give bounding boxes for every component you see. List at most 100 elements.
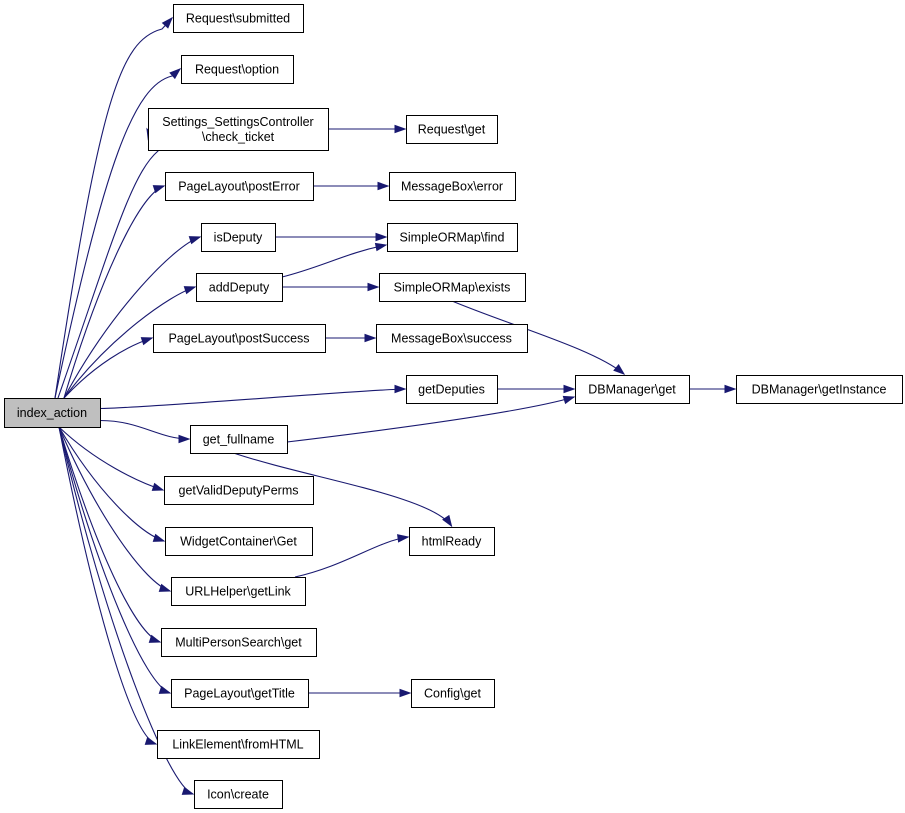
- node-label: Request\get: [418, 123, 486, 137]
- node-box: [4, 398, 101, 428]
- edge-index_action-to-pl_gettitle: [58, 426, 171, 694]
- node-label: getValidDeputyPerms: [179, 484, 299, 498]
- node-box: [575, 375, 690, 404]
- node-label: WidgetContainer\Get: [180, 535, 297, 549]
- node-box: [406, 375, 498, 404]
- edge-index_action-to-icon_create-arrowhead: [181, 786, 195, 795]
- node-box: [736, 375, 903, 404]
- edge-index_action-to-mps_get-arrowhead: [148, 634, 162, 643]
- node-label: Request\submitted: [186, 12, 290, 26]
- node-box: [409, 527, 495, 556]
- node-label: \check_ticket: [202, 130, 275, 144]
- node-box: [406, 115, 498, 144]
- edge-index_action-to-req_submitted: [54, 17, 173, 399]
- node-box: [157, 730, 320, 759]
- node-req_option[interactable]: Request\option: [181, 55, 294, 84]
- node-label: PageLayout\getTitle: [184, 687, 295, 701]
- node-mb_error[interactable]: MessageBox\error: [389, 172, 516, 201]
- node-box: [411, 679, 495, 708]
- edge-index_action-to-getvaliddeputyperms-arrowhead: [151, 482, 165, 491]
- edge-index_action-to-get_fullname-arrowhead: [178, 434, 191, 444]
- node-label: DBManager\get: [588, 383, 676, 397]
- edge-index_action-to-getdeputies: [99, 388, 406, 410]
- edge-index_action-to-pl_postsuccess-arrowhead: [140, 337, 154, 346]
- node-req_submitted[interactable]: Request\submitted: [173, 4, 304, 33]
- node-box: [387, 223, 518, 252]
- edge-som_exists-to-dbm_get: [451, 300, 625, 375]
- edge-index_action-to-settings_check: [57, 128, 159, 399]
- node-box: [181, 55, 294, 84]
- edge-index_action-to-pl_posterror: [63, 185, 165, 399]
- node-getdeputies[interactable]: getDeputies: [406, 375, 498, 404]
- node-label: SimpleORMap\find: [400, 231, 505, 245]
- node-req_get[interactable]: Request\get: [406, 115, 498, 144]
- edge-index_action-to-isdeputy-arrowhead: [188, 236, 202, 245]
- node-label: PageLayout\postError: [178, 180, 300, 194]
- edge-index_action-to-req_submitted-arrowhead: [161, 16, 173, 29]
- node-label: DBManager\getInstance: [752, 383, 887, 397]
- edge-index_action-to-pl_gettitle-arrowhead: [158, 685, 172, 694]
- node-label: LinkElement\fromHTML: [172, 738, 303, 752]
- node-isdeputy[interactable]: isDeputy: [201, 223, 276, 252]
- node-label: Config\get: [424, 687, 482, 701]
- node-index_action[interactable]: index_action: [4, 398, 101, 428]
- node-box: [173, 4, 304, 33]
- node-box: [376, 324, 528, 353]
- node-box: [148, 108, 329, 151]
- edge-index_action-to-mps_get: [58, 426, 161, 643]
- node-wc_get[interactable]: WidgetContainer\Get: [165, 527, 313, 556]
- node-le_fromhtml[interactable]: LinkElement\fromHTML: [157, 730, 320, 759]
- node-mps_get[interactable]: MultiPersonSearch\get: [161, 628, 317, 657]
- node-label: isDeputy: [214, 231, 263, 245]
- edge-pl_postsuccess-to-mb_success-arrowhead: [364, 333, 377, 343]
- node-get_fullname[interactable]: get_fullname: [190, 425, 288, 454]
- node-mb_success[interactable]: MessageBox\success: [376, 324, 528, 353]
- node-pl_gettitle[interactable]: PageLayout\getTitle: [171, 679, 309, 708]
- edge-index_action-to-isdeputy: [63, 236, 201, 399]
- node-dbm_getinstance[interactable]: DBManager\getInstance: [736, 375, 903, 404]
- node-box: [171, 679, 309, 708]
- node-settings_check[interactable]: Settings_SettingsController\check_ticket: [148, 108, 329, 151]
- node-getvaliddeputyperms[interactable]: getValidDeputyPerms: [164, 476, 314, 505]
- node-pl_postsuccess[interactable]: PageLayout\postSuccess: [153, 324, 326, 353]
- node-box: [165, 527, 313, 556]
- node-label: Settings_SettingsController: [162, 115, 313, 129]
- edge-adddeputy-to-som_exists-arrowhead: [367, 282, 380, 292]
- edge-pl_gettitle-to-config_get-arrowhead: [399, 688, 412, 698]
- node-som_find[interactable]: SimpleORMap\find: [387, 223, 518, 252]
- node-label: index_action: [17, 406, 87, 420]
- node-box: [194, 780, 283, 809]
- edge-urlh_getlink-to-htmlready-arrowhead: [397, 534, 410, 543]
- node-label: MultiPersonSearch\get: [175, 636, 302, 650]
- node-box: [164, 476, 314, 505]
- node-config_get[interactable]: Config\get: [411, 679, 495, 708]
- node-icon_create[interactable]: Icon\create: [194, 780, 283, 809]
- edge-isdeputy-to-som_find-arrowhead: [375, 232, 388, 242]
- edge-pl_posterror-to-mb_error-arrowhead: [377, 181, 390, 191]
- edge-get_fullname-to-dbm_get-arrowhead: [562, 395, 576, 405]
- node-label: get_fullname: [203, 433, 275, 447]
- node-adddeputy[interactable]: addDeputy: [196, 273, 283, 302]
- node-box: [161, 628, 317, 657]
- edge-adddeputy-to-som_find-arrowhead: [374, 242, 388, 252]
- node-box: [153, 324, 326, 353]
- node-som_exists[interactable]: SimpleORMap\exists: [379, 273, 526, 302]
- edge-index_action-to-req_option-arrowhead: [169, 68, 182, 80]
- edge-index_action-to-get_fullname: [99, 419, 190, 440]
- edge-get_fullname-to-dbm_get: [286, 396, 575, 443]
- node-box: [389, 172, 516, 201]
- edge-get_fullname-to-htmlready-arrowhead: [442, 514, 453, 528]
- node-pl_posterror[interactable]: PageLayout\postError: [165, 172, 314, 201]
- edges-layer: [54, 16, 737, 795]
- node-dbm_get[interactable]: DBManager\get: [575, 375, 690, 404]
- node-urlh_getlink[interactable]: URLHelper\getLink: [171, 577, 306, 606]
- edge-index_action-to-req_option: [54, 68, 181, 399]
- node-label: getDeputies: [418, 383, 485, 397]
- node-htmlready[interactable]: htmlReady: [409, 527, 495, 556]
- node-label: Icon\create: [207, 788, 269, 802]
- edge-index_action-to-getvaliddeputyperms: [58, 426, 164, 491]
- edge-index_action-to-adddeputy: [63, 286, 196, 399]
- edge-get_fullname-to-htmlready: [233, 452, 452, 527]
- edge-index_action-to-urlh_getlink-arrowhead: [158, 583, 172, 592]
